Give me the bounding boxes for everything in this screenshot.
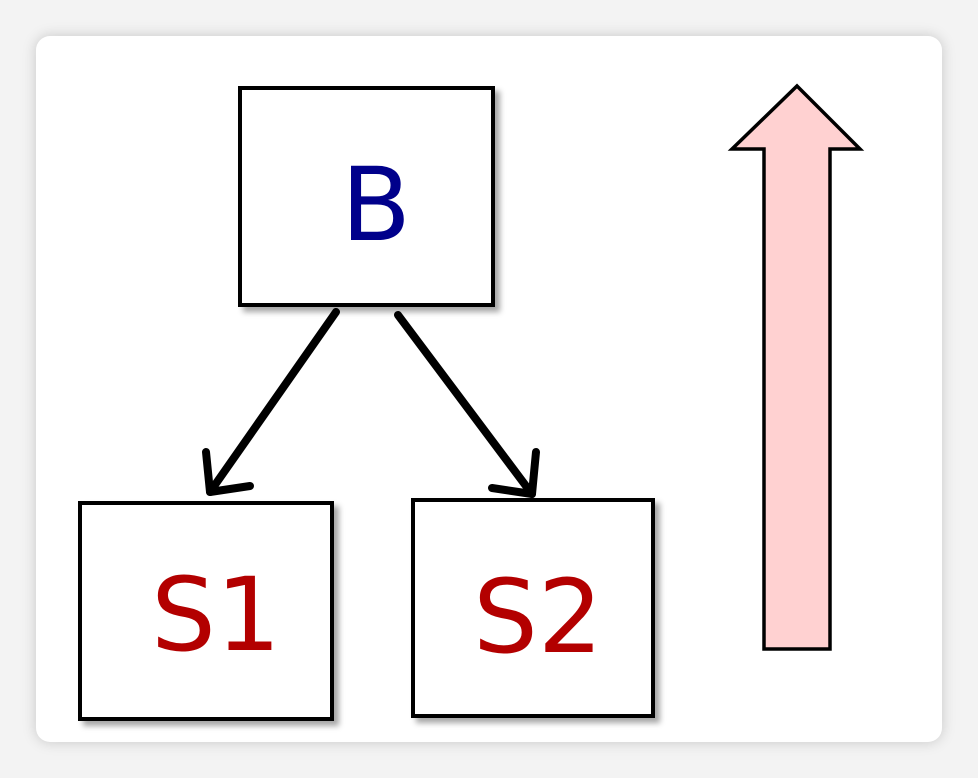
upward-arrow-icon (727, 83, 865, 651)
node-s1: S1 (78, 501, 334, 721)
node-s2-label: S2 (473, 558, 603, 677)
edge-b-to-s1 (202, 308, 340, 496)
node-b: B (238, 86, 495, 307)
edge-b-to-s2 (394, 311, 540, 498)
node-b-label: B (341, 146, 411, 265)
node-s1-label: S1 (151, 556, 281, 675)
node-s2: S2 (411, 498, 655, 718)
